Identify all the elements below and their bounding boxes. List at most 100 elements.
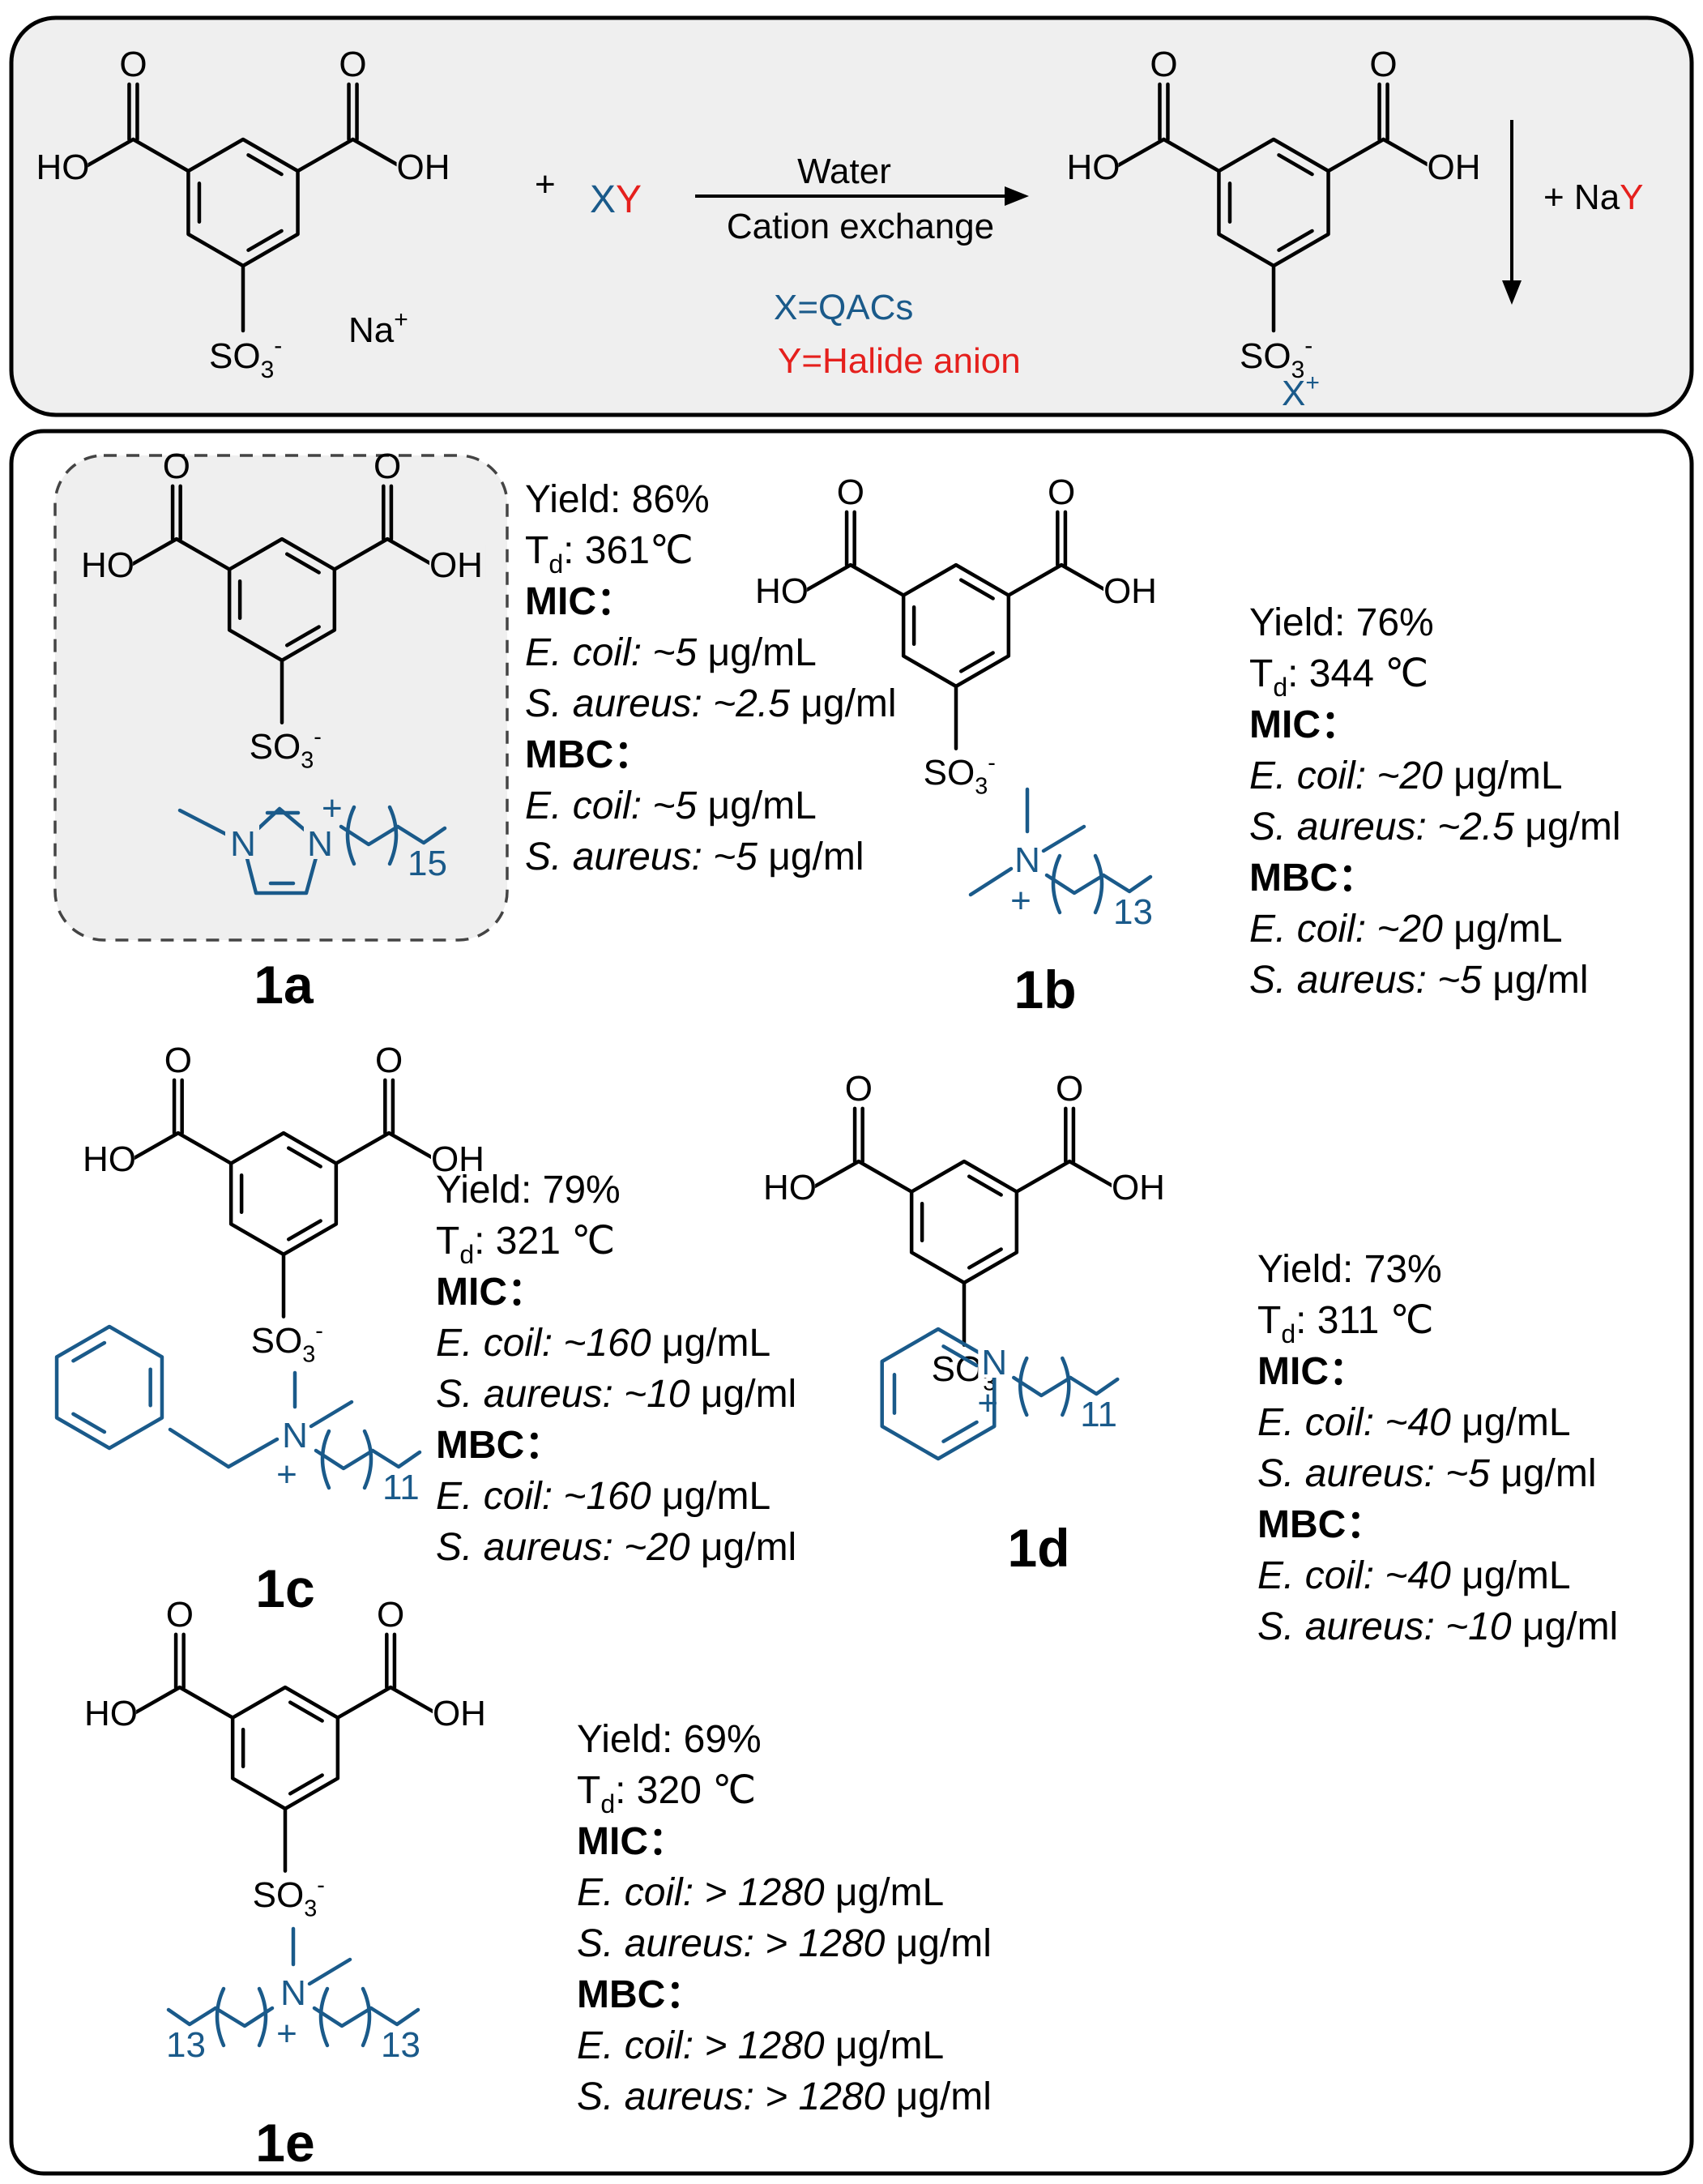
td-label: T bbox=[436, 1220, 459, 1263]
td-sub: d bbox=[600, 1789, 615, 1819]
unit: μg/mL bbox=[1451, 1554, 1571, 1597]
label-mask bbox=[396, 145, 455, 181]
unit: μg/ml bbox=[1482, 959, 1589, 1002]
property-row: MIC： bbox=[525, 580, 635, 623]
td-label: T bbox=[1249, 652, 1273, 695]
yield: Yield: 86% bbox=[525, 478, 710, 521]
saureus-label: S. aureus: bbox=[1257, 1605, 1445, 1648]
byproduct-na: + Na bbox=[1543, 177, 1620, 217]
td-value: : 361℃ bbox=[563, 529, 694, 572]
oxygen-label: O bbox=[1056, 1069, 1083, 1109]
property-row: MBC： bbox=[525, 733, 652, 776]
ecoil-label: E. coil: bbox=[1257, 1554, 1385, 1597]
property-row: S. aureus: > 1280 μg/ml bbox=[577, 1922, 992, 1965]
property-row: Yield: 79% bbox=[436, 1169, 621, 1212]
sodium-label: Na+ bbox=[348, 306, 408, 350]
mbc-ecoil-value: ~40 bbox=[1385, 1554, 1451, 1597]
pyridinium-double bbox=[941, 1420, 979, 1443]
hydroxyl-bond bbox=[1381, 137, 1432, 169]
alkyl-chain-tail bbox=[166, 2006, 218, 2027]
chain-bracket-close bbox=[215, 1986, 226, 2048]
alkyl-chain bbox=[213, 2006, 275, 2028]
unit: μg/ml bbox=[1512, 1605, 1619, 1648]
nitrogen-label: N bbox=[981, 1343, 1007, 1383]
aromatic-double-bond bbox=[246, 153, 284, 177]
oxygen-label: O bbox=[837, 472, 864, 512]
chain-bracket-open bbox=[320, 1429, 331, 1490]
chain-bracket-close bbox=[1061, 1356, 1071, 1417]
ecoil-label: E. coil: bbox=[436, 1475, 563, 1518]
hydroxyl-bond bbox=[385, 536, 435, 567]
benzyl-ring bbox=[54, 1324, 164, 1451]
charge-plus: + bbox=[322, 789, 343, 828]
condition-bottom: Cation exchange bbox=[727, 207, 994, 246]
alkyl-chain-tail bbox=[395, 824, 447, 845]
hydroxyl-bond bbox=[386, 1130, 437, 1161]
saureus-label: S. aureus: bbox=[1249, 959, 1437, 1002]
aromatic-double-bond bbox=[286, 1219, 322, 1242]
so-text: SO bbox=[253, 1875, 305, 1915]
aromatic-double-bond bbox=[967, 1174, 1003, 1197]
chain-bracket-open bbox=[345, 805, 356, 866]
mbc-heading: MBC： bbox=[1249, 857, 1376, 900]
y-definition: Y=Halide anion bbox=[778, 341, 1021, 381]
ecoil-label: E. coil: bbox=[436, 1322, 563, 1365]
sulfonate-label: SO3- bbox=[209, 332, 282, 383]
carboxyl-bond bbox=[1006, 562, 1064, 597]
label-mask bbox=[429, 544, 486, 579]
chain-bracket-open bbox=[318, 1986, 330, 2048]
ho-label: HO bbox=[83, 1139, 136, 1179]
td-label: T bbox=[525, 529, 548, 572]
property-row: S. aureus: ~2.5 μg/ml bbox=[525, 682, 897, 725]
saureus-label: S. aureus: bbox=[577, 1922, 765, 1965]
byproduct-y: Y bbox=[1620, 177, 1643, 217]
carboxyl-bond bbox=[856, 1159, 914, 1194]
property-row: S. aureus: ~20 μg/ml bbox=[436, 1526, 796, 1569]
ho-label: HO bbox=[84, 1694, 138, 1733]
td-sub: d bbox=[459, 1240, 474, 1269]
property-row: E. coil: ~160 μg/mL bbox=[436, 1475, 770, 1518]
label-mask bbox=[978, 1340, 1013, 1378]
cation-x-letter: X bbox=[1282, 374, 1305, 413]
reaction-panel bbox=[9, 15, 1694, 417]
oxygen-label: O bbox=[119, 45, 147, 84]
so-text: SO bbox=[924, 753, 975, 793]
property-row: Td: 320 ℃ bbox=[577, 1769, 756, 1819]
alkyl-chain bbox=[1012, 1375, 1073, 1398]
oxygen-label: O bbox=[1369, 45, 1397, 84]
unit: μg/mL bbox=[825, 2024, 945, 2067]
ecoil-label: E. coil: bbox=[525, 784, 652, 827]
methyl-bond bbox=[307, 1957, 352, 1986]
alkyl-chain bbox=[312, 2006, 373, 2028]
property-row: MIC： bbox=[577, 1820, 687, 1863]
so-text: SO bbox=[1240, 336, 1291, 376]
property-row: S. aureus: ~10 μg/ml bbox=[1257, 1605, 1618, 1648]
alkyl-chain-tail bbox=[1101, 873, 1153, 894]
pyridinium-ring bbox=[880, 1327, 997, 1461]
reaction-arrow-head bbox=[1005, 186, 1029, 206]
sub3: 3 bbox=[304, 1896, 317, 1921]
nitrogen-label: N bbox=[282, 1416, 308, 1455]
chain-bracket-open bbox=[1018, 1356, 1029, 1417]
property-row: S. aureus: ~10 μg/ml bbox=[436, 1373, 796, 1416]
property-row: S. aureus: ~5 μg/ml bbox=[525, 836, 864, 878]
label-mask bbox=[79, 1692, 137, 1728]
unit: μg/ml bbox=[1514, 806, 1621, 848]
ecoil-label: E. coil: bbox=[1249, 908, 1376, 951]
hydroxyl-bond bbox=[811, 1159, 861, 1190]
label-mask bbox=[750, 570, 808, 605]
chain-bracket-open bbox=[1051, 853, 1062, 915]
property-row: Yield: 73% bbox=[1257, 1248, 1442, 1291]
carboxyl-bond bbox=[176, 1130, 233, 1165]
saureus-label: S. aureus: bbox=[1249, 806, 1437, 848]
property-row: E. coil: ~5 μg/mL bbox=[525, 784, 817, 827]
aromatic-double-bond bbox=[284, 552, 321, 575]
property-row: MBC： bbox=[436, 1424, 563, 1467]
label-mask bbox=[1111, 1166, 1168, 1202]
td-value: : 320 ℃ bbox=[615, 1769, 756, 1812]
mic-heading: MIC： bbox=[577, 1820, 687, 1863]
unit: μg/mL bbox=[1443, 908, 1563, 951]
oxygen-label: O bbox=[373, 447, 401, 486]
